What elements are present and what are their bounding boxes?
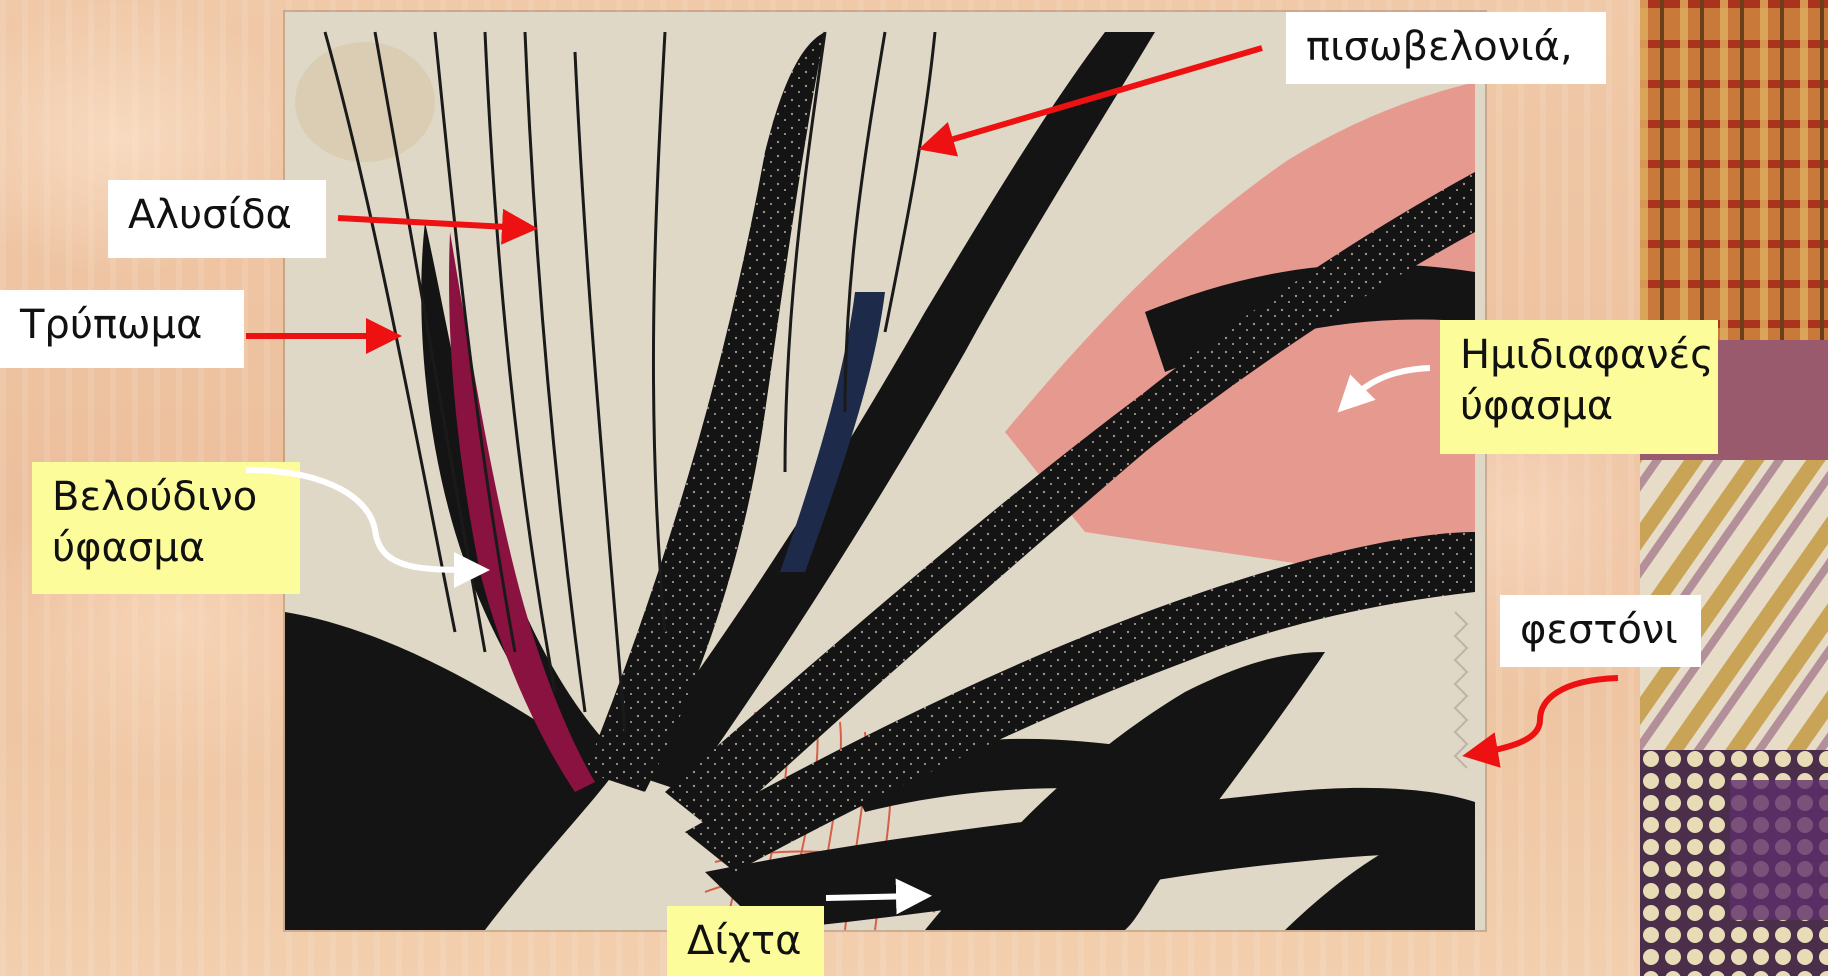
costume-fabric-photo (1640, 0, 1828, 976)
label-net: Δίχτα (667, 906, 824, 976)
arrow-icon (1474, 678, 1618, 754)
label-velvet-fabric: Βελούδινο ύφασμα (32, 462, 300, 594)
label-chain-stitch: Αλυσίδα (108, 180, 326, 258)
label-scallop-stitch: φεστόνι (1500, 595, 1701, 667)
label-tacking-stitch: Τρύπωμα (0, 290, 244, 368)
embroidery-sample-photo (285, 12, 1485, 930)
label-sheer-fabric: Ημιδιαφανές ύφασμα (1440, 320, 1718, 454)
label-backstitch: πισωβελονιά, (1286, 12, 1606, 84)
